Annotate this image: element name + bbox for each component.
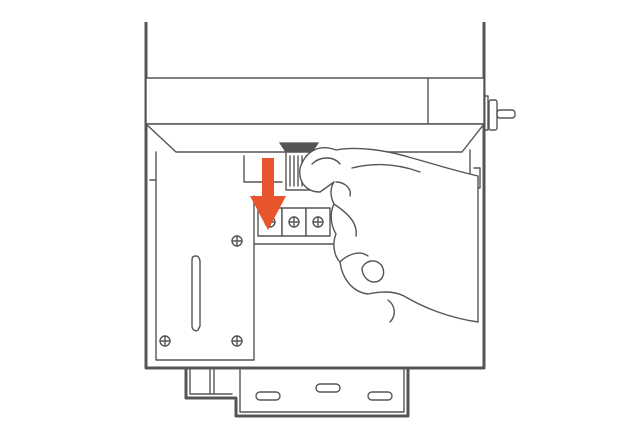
down-arrow-icon [250, 158, 286, 230]
screw-icon [288, 216, 300, 228]
hand-icon [299, 147, 479, 323]
enclosure-cover [145, 77, 516, 153]
screw-icon [231, 235, 243, 247]
panel-screws [159, 235, 243, 347]
knob-icon [488, 99, 516, 131]
mounting-bracket [184, 368, 410, 418]
bracket-slot [367, 391, 393, 401]
screw-icon [312, 216, 324, 228]
enclosure [144, 22, 486, 370]
screw-icon [231, 335, 243, 347]
bracket-slot [255, 391, 281, 401]
bracket-slot [315, 383, 341, 393]
screw-icon [159, 335, 171, 347]
